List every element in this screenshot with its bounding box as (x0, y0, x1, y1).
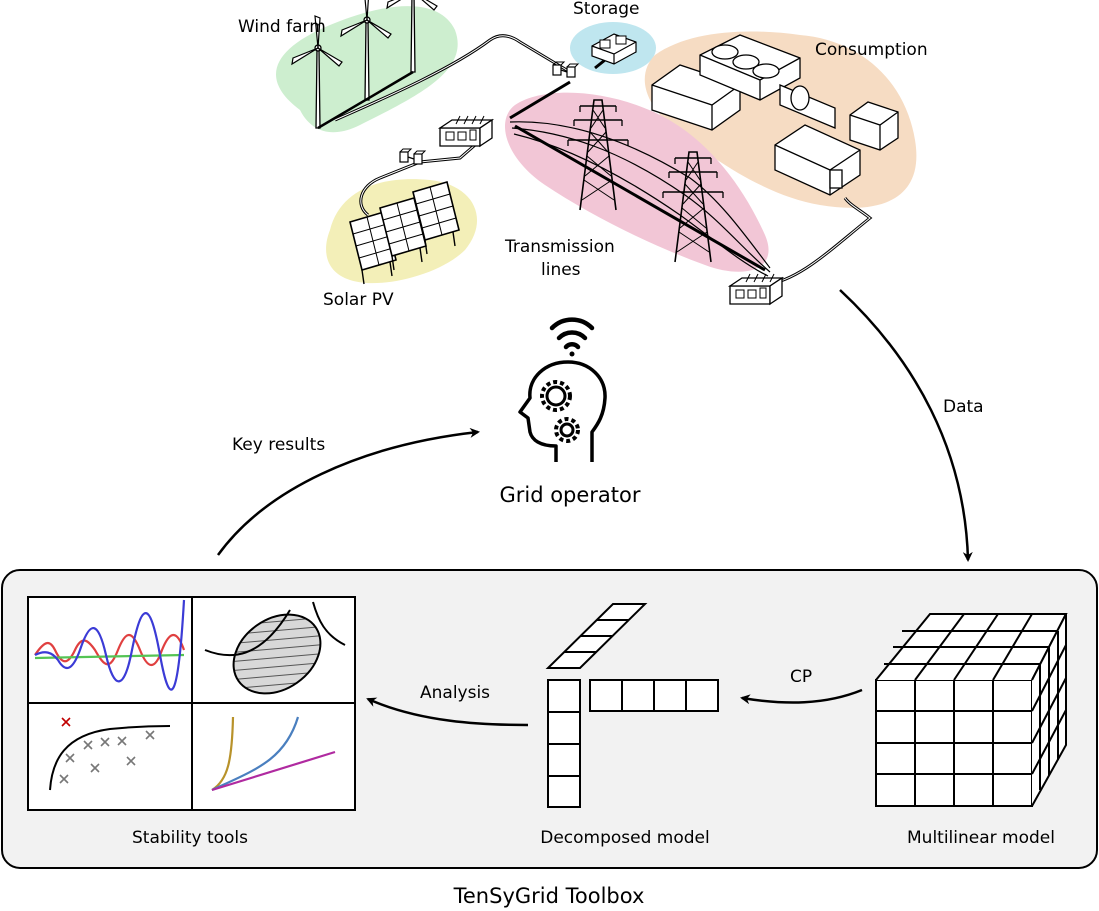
label-multilinear-model: Multilinear model (907, 828, 1055, 848)
key-results-arrow (216, 427, 480, 556)
label-analysis: Analysis (420, 683, 490, 703)
label-stability-tools: Stability tools (132, 828, 248, 848)
time-response-plot (34, 599, 186, 691)
bifurcation-curves-plot (211, 716, 336, 792)
head-gears-icon (518, 360, 607, 462)
decomposed-model-icon (545, 603, 719, 808)
stability-region-plot (204, 601, 346, 695)
cp-arrow (740, 688, 863, 705)
data-arrow (839, 289, 973, 562)
label-consumption: Consumption (815, 40, 928, 60)
label-grid-operator: Grid operator (499, 483, 640, 507)
label-cp: CP (790, 667, 812, 687)
label-decomposed-model: Decomposed model (540, 828, 710, 848)
factory-icon (651, 34, 899, 196)
battery-storage-icon (591, 33, 637, 65)
toolbox-title: TenSyGrid Toolbox (453, 884, 645, 908)
wifi-icon (549, 317, 595, 357)
label-data: Data (943, 397, 984, 417)
label-wind-farm: Wind farm (238, 17, 326, 37)
tensor-cube-icon (875, 613, 1068, 807)
eigenvalue-scatter-plot (49, 717, 171, 791)
label-transmission-1: Transmission (504, 237, 615, 257)
label-storage: Storage (573, 0, 640, 19)
analysis-arrow (366, 697, 529, 727)
label-solar-pv: Solar PV (323, 290, 394, 310)
label-transmission-2: lines (541, 260, 581, 280)
label-key-results: Key results (232, 435, 325, 455)
transmission-region (505, 92, 769, 272)
